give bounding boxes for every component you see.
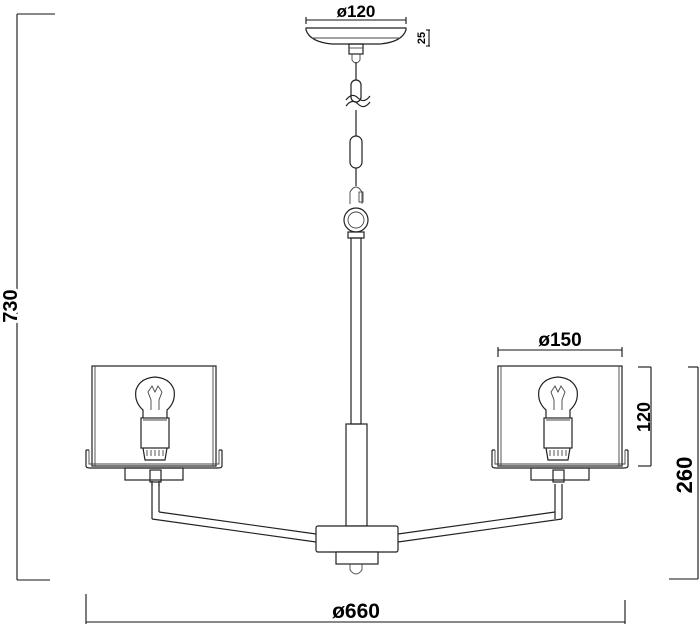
finial (349, 564, 363, 575)
ring-hook (343, 207, 369, 239)
center-body (315, 525, 399, 565)
shade-height-dimension: 120 (634, 366, 654, 467)
left-shade (85, 365, 223, 481)
canopy-height-label: 25 (416, 32, 428, 44)
overall-diameter-dimension: ø660 (85, 594, 626, 624)
right-bulb (538, 376, 578, 483)
shade-diameter-dimension: ø150 (497, 330, 623, 357)
ceiling-canopy (305, 27, 407, 64)
overall-diameter-label: ø660 (332, 600, 380, 623)
arm-height-label: 260 (672, 457, 697, 494)
arm-height-dimension: 260 (669, 366, 699, 580)
canopy-diameter-label: ø120 (337, 2, 376, 21)
canopy-diameter-dimension: ø120 (305, 2, 407, 24)
total-height-label: 730 (0, 289, 22, 322)
canopy-height-dimension: 25 (416, 29, 430, 47)
left-bulb (135, 376, 175, 483)
right-shade (491, 365, 629, 481)
total-height-dimension: 730 (0, 13, 55, 581)
shade-height-label: 120 (634, 402, 654, 432)
shade-diameter-label: ø150 (538, 330, 581, 351)
right-arm (397, 484, 563, 543)
stem (345, 237, 368, 527)
chain (345, 62, 371, 204)
left-arm (151, 481, 317, 543)
